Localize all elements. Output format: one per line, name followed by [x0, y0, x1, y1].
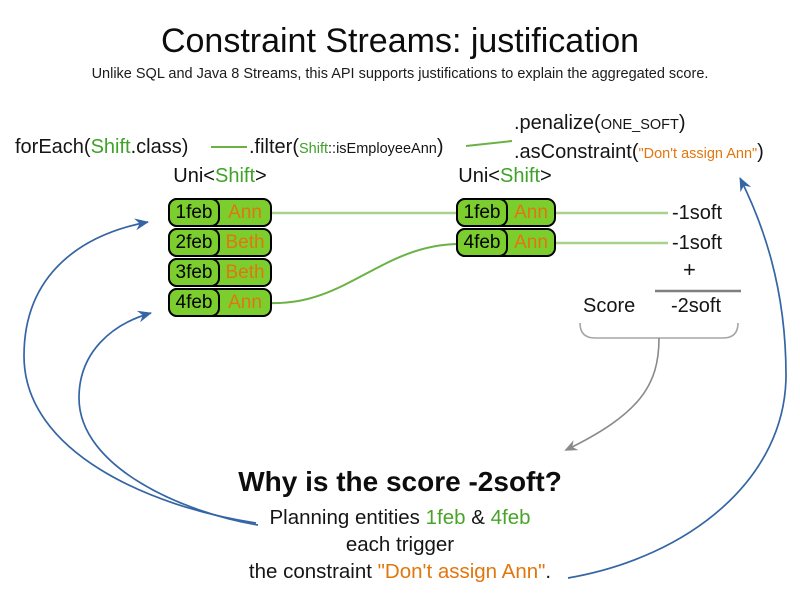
code-filter-class: Shift — [299, 141, 329, 157]
code-penalize-arg: ONE_SOFT — [600, 117, 679, 133]
code-foreach-post: .class) — [130, 136, 189, 158]
code-foreach-pre: forEach( — [15, 136, 91, 158]
code-filter-post: ) — [436, 136, 444, 158]
plus-sign: + — [683, 257, 696, 282]
code-penalize-post: ) — [678, 112, 686, 134]
penalty-label-1: -1soft — [672, 202, 723, 224]
shift-employee: Ann — [228, 291, 262, 313]
shift-date: 1feb — [456, 198, 508, 227]
shift-date: 1feb — [168, 198, 220, 227]
explanation-line-2: each trigger — [345, 533, 455, 556]
uni-pre: Uni< — [458, 165, 500, 187]
explanation-line1-pre: Planning entities — [269, 506, 426, 529]
code-asconstraint-pre: .asConstraint( — [514, 141, 639, 163]
explanation-entity-4feb: 4feb — [490, 506, 531, 529]
uni-post: > — [255, 165, 267, 187]
gray-arrow-score-to-why — [564, 337, 660, 451]
score-label: Score — [583, 295, 636, 317]
code-foreach: forEach(Shift.class) — [15, 136, 188, 159]
penalty-label-2: -1soft — [672, 232, 723, 254]
shift-row: 1feb Ann — [456, 198, 556, 227]
explanation-heading: Why is the score -2soft? — [238, 466, 562, 497]
explanation-line-3: the constraint "Don't assign Ann". — [0, 560, 800, 584]
right-stream: 1feb Ann 4feb Ann — [456, 198, 556, 257]
slide-title: Constraint Streams: justification — [160, 22, 640, 60]
underbrace — [579, 322, 739, 339]
code-filter: .filter(Shift::isEmployeeAnn) — [249, 136, 444, 159]
green-connector-4feb — [269, 243, 459, 305]
code-penalize-pre: .penalize( — [514, 112, 601, 134]
code-asconstraint: .asConstraint("Don't assign Ann") — [514, 141, 764, 164]
code-filter-method: ::isEmployeeAnn — [328, 141, 437, 157]
shift-employee: Ann — [514, 201, 548, 223]
code-penalize: .penalize(ONE_SOFT) — [514, 112, 686, 135]
code-foreach-class: Shift — [90, 136, 131, 158]
uni-pre: Uni< — [173, 165, 215, 187]
slide-subtitle: Unlike SQL and Java 8 Streams, this API … — [91, 66, 709, 82]
shift-date: 3feb — [168, 258, 220, 287]
shift-employee: Beth — [225, 231, 265, 253]
code-asconstraint-post: ) — [757, 141, 764, 163]
shift-employee: Ann — [514, 231, 548, 253]
shift-row: 4feb Ann — [168, 288, 272, 317]
shift-date: 4feb — [456, 228, 508, 257]
left-stream: 1feb Ann 2feb Beth 3feb Beth 4feb Ann — [168, 198, 272, 317]
shift-date: 2feb — [168, 228, 220, 257]
explanation-ampersand: & — [465, 506, 491, 529]
explanation-entity-1feb: 1feb — [425, 506, 466, 529]
shift-row: 3feb Beth — [168, 258, 272, 287]
right-stream-type-label: Uni<Shift> — [450, 165, 560, 188]
shift-date: 4feb — [168, 288, 220, 317]
pipeline-connector-2 — [465, 140, 513, 147]
score-total: -2soft — [671, 295, 722, 317]
shift-employee: Ann — [228, 201, 262, 223]
explanation-constraint-quote: "Don't assign Ann" — [377, 560, 546, 583]
code-filter-pre: .filter( — [249, 136, 299, 158]
shift-row: 2feb Beth — [168, 228, 272, 257]
uni-class: Shift — [499, 165, 541, 187]
uni-post: > — [540, 165, 552, 187]
code-asconstraint-arg: "Don't assign Ann" — [638, 146, 758, 162]
shift-row: 4feb Ann — [456, 228, 556, 257]
uni-class: Shift — [214, 165, 256, 187]
explanation-line-1: Planning entities 1feb & 4feb — [0, 506, 800, 530]
shift-employee: Beth — [225, 261, 265, 283]
left-stream-type-label: Uni<Shift> — [165, 165, 275, 188]
explanation-line3-pre: the constraint — [248, 560, 378, 583]
explanation-line3-post: . — [545, 560, 552, 583]
shift-row: 1feb Ann — [168, 198, 272, 227]
